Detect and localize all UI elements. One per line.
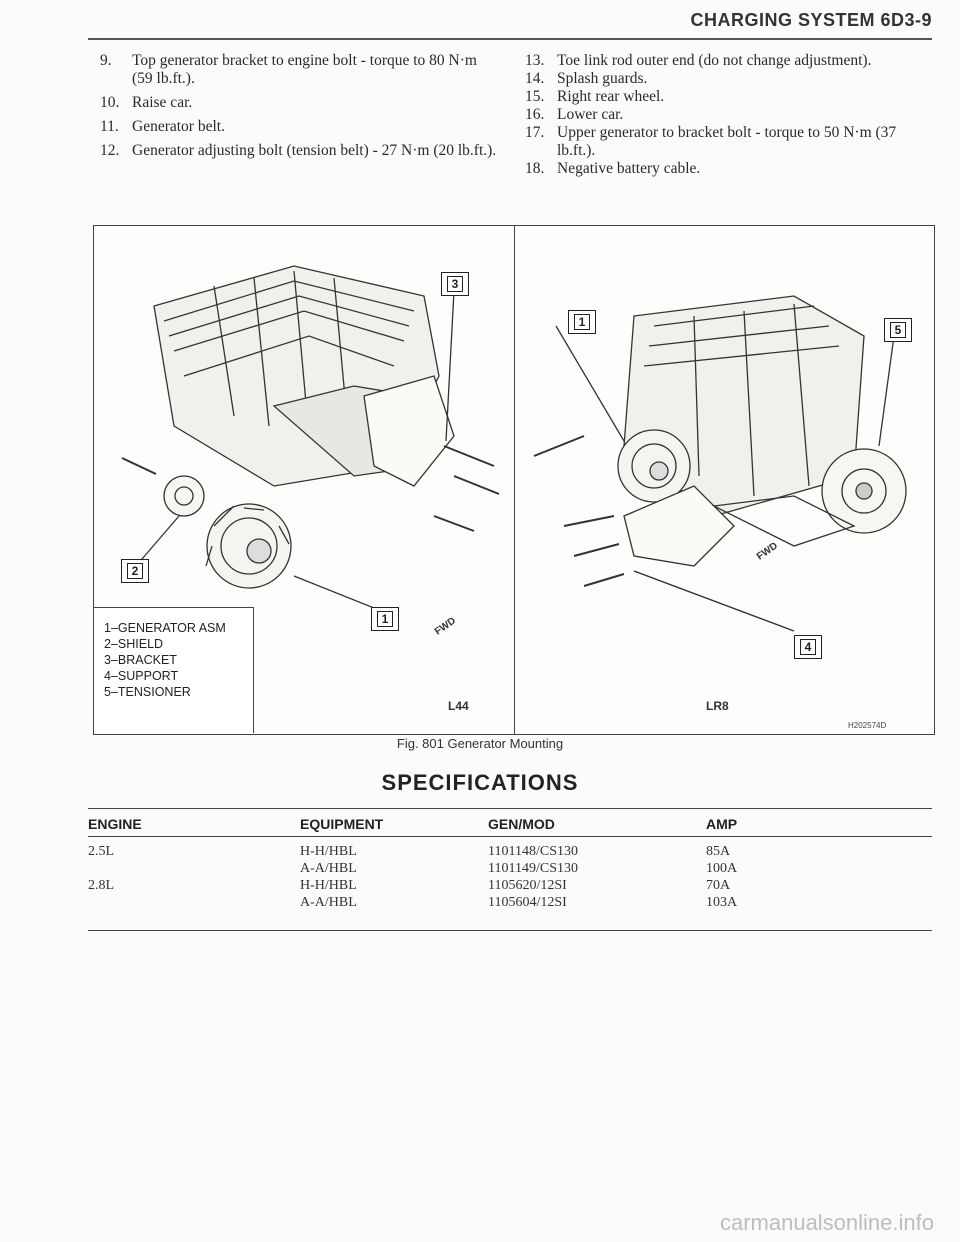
callout-5-right: 5	[884, 318, 912, 342]
cell-equipment: H-H/HBL	[300, 878, 357, 893]
step-number: 17.	[525, 124, 545, 141]
step-item: 13. Toe link rod outer end (do not change…	[525, 52, 935, 70]
legend-item: 4–SUPPORT	[104, 669, 179, 683]
callout-1-left: 1	[371, 607, 399, 631]
callout-2-left: 2	[121, 559, 149, 583]
page-header: CHARGING SYSTEM 6D3-9	[690, 10, 932, 30]
figure-legend: 1–GENERATOR ASM 2–SHIELD 3–BRACKET 4–SUP…	[94, 607, 254, 733]
legend-item: 3–BRACKET	[104, 653, 177, 667]
step-text: Generator belt.	[132, 118, 225, 135]
engine-label-lr8: LR8	[706, 699, 729, 713]
step-item: 12. Generator adjusting bolt (tension bel…	[100, 142, 500, 160]
cell-engine: 2.8L	[88, 878, 115, 893]
engine-illustration	[121, 265, 907, 632]
specifications-title: SPECIFICATIONS	[381, 770, 579, 795]
step-text: Toe link rod outer end (do not change ad…	[557, 52, 872, 69]
spec-top-rule	[88, 808, 932, 809]
header-rule	[88, 38, 932, 40]
cell-gen-mod: 1105604/12SI	[488, 895, 567, 910]
figure-divider	[514, 226, 515, 734]
step-number: 18.	[525, 160, 545, 177]
step-number: 10.	[100, 94, 120, 111]
cell-gen-mod: 1101149/CS130	[488, 861, 578, 876]
column-header-amp: AMP	[706, 816, 932, 837]
step-item: 14. Splash guards.	[525, 70, 935, 88]
step-number: 9.	[100, 52, 112, 69]
step-number: 13.	[525, 52, 545, 69]
step-number: 12.	[100, 142, 120, 159]
cell-gen-mod: 1101148/CS130	[488, 844, 578, 859]
cell-amp: 100A	[706, 861, 738, 876]
generator-mounting-figure: 3 2 1 1 5 4 FWD FWD 1–GENERATOR ASM 2–SH…	[93, 225, 935, 735]
cell-amp: 103A	[706, 895, 738, 910]
step-item: 18. Negative battery cable.	[525, 160, 935, 178]
step-item: 17. Upper generator to bracket bolt - tor…	[525, 124, 935, 160]
step-item: 10. Raise car.	[100, 94, 500, 112]
cell-equipment: H-H/HBL	[300, 844, 357, 859]
cell-equipment: A-A/HBL	[300, 861, 357, 876]
cell-engine	[88, 860, 300, 877]
specifications-table: ENGINE EQUIPMENT GEN/MOD AMP 2.5L H-H/HB…	[88, 816, 932, 911]
step-text: Right rear wheel.	[557, 88, 665, 105]
legend-item: 2–SHIELD	[104, 637, 164, 651]
table-row: 2.5L H-H/HBL 1101148/CS130 85A	[88, 837, 932, 861]
cell-engine	[88, 894, 300, 911]
callout-3-left: 3	[441, 272, 469, 296]
legend-item: 5–TENSIONER	[104, 685, 191, 699]
step-text: Generator adjusting bolt (tension belt) …	[132, 142, 497, 159]
column-header-equipment: EQUIPMENT	[300, 816, 488, 837]
watermark: carmanualsonline.info	[719, 1210, 934, 1235]
legend-item: 1–GENERATOR ASM	[104, 621, 226, 635]
step-text: Negative battery cable.	[557, 160, 701, 177]
step-item: 15. Right rear wheel.	[525, 88, 935, 106]
step-item: 9. Top generator bracket to engine bolt -…	[100, 52, 500, 88]
step-text: Raise car.	[132, 94, 193, 111]
figure-caption: Fig. 801 Generator Mounting	[396, 736, 564, 751]
step-text: Upper generator to bracket bolt - torque…	[557, 124, 897, 159]
cell-equipment: A-A/HBL	[300, 895, 357, 910]
steps-right: 13. Toe link rod outer end (do not change…	[525, 52, 935, 178]
step-item: 16. Lower car.	[525, 106, 935, 124]
left-engine-drawing	[121, 265, 500, 617]
callout-4-right: 4	[794, 635, 822, 659]
step-number: 16.	[525, 106, 545, 123]
spec-bottom-rule	[88, 930, 932, 931]
step-text: Top generator bracket to engine bolt - t…	[132, 52, 477, 87]
cell-amp: 85A	[706, 844, 731, 859]
step-text: Splash guards.	[557, 70, 648, 87]
cell-gen-mod: 1105620/12SI	[488, 878, 567, 893]
column-header-engine: ENGINE	[88, 816, 300, 837]
step-number: 15.	[525, 88, 545, 105]
step-item: 11. Generator belt.	[100, 118, 500, 136]
step-number: 11.	[100, 118, 119, 135]
table-row: A-A/HBL 1105604/12SI 103A	[88, 894, 932, 911]
cell-amp: 70A	[706, 878, 731, 893]
steps-left: 9. Top generator bracket to engine bolt -…	[100, 52, 500, 166]
callout-1-right: 1	[568, 310, 596, 334]
step-text: Lower car.	[557, 106, 624, 123]
table-row: A-A/HBL 1101149/CS130 100A	[88, 860, 932, 877]
table-row: 2.8L H-H/HBL 1105620/12SI 70A	[88, 877, 932, 894]
column-header-gen-mod: GEN/MOD	[488, 816, 706, 837]
step-number: 14.	[525, 70, 545, 87]
cell-engine: 2.5L	[88, 844, 115, 859]
right-engine-drawing	[533, 295, 907, 632]
table-header-row: ENGINE EQUIPMENT GEN/MOD AMP	[88, 816, 932, 837]
figure-code: H202574D	[848, 721, 887, 730]
engine-label-l44: L44	[448, 699, 469, 713]
